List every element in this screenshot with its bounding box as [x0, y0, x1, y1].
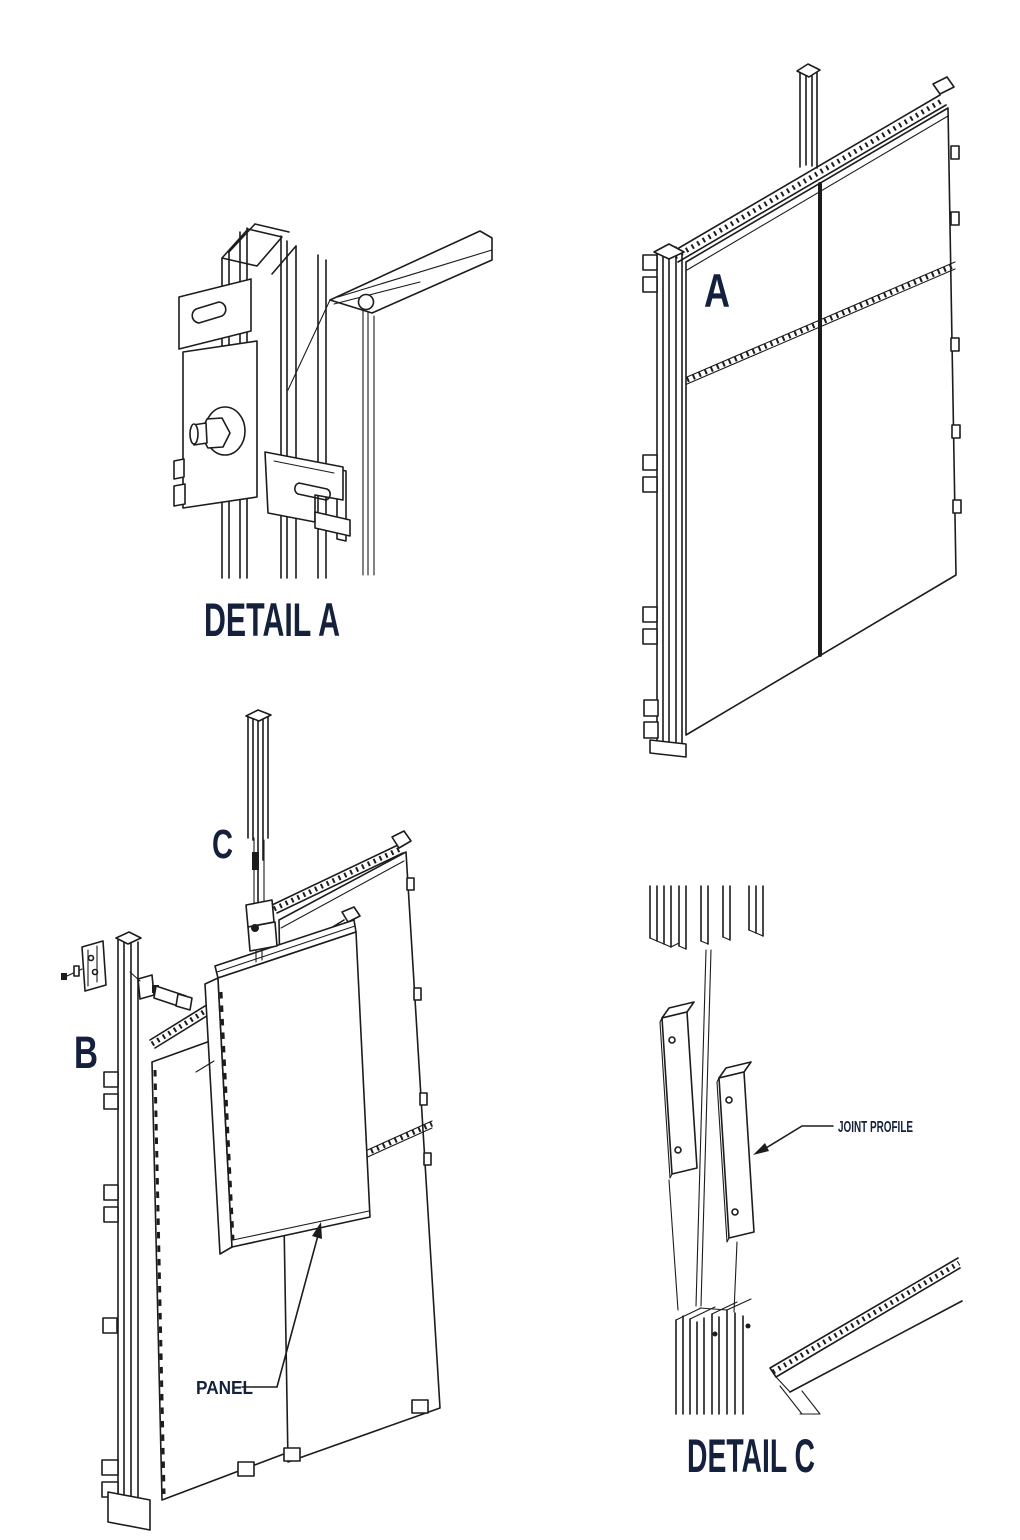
rail-clips	[101, 1071, 119, 1498]
horizontal-rail	[287, 230, 493, 576]
bottom-rail	[769, 1257, 963, 1415]
mullion-section-bottom	[675, 1298, 752, 1415]
edge-clips	[283, 877, 432, 1462]
top-rail	[671, 76, 955, 263]
alignment-lines	[668, 949, 738, 1313]
panel-wall	[685, 107, 962, 736]
joint-profile-annotation: JOINT PROFILE	[753, 1119, 913, 1155]
callout-a-label: A	[704, 264, 730, 317]
leader-arrowhead	[312, 1222, 322, 1239]
exploded-assembly-view: C B	[61, 709, 441, 1531]
joint-profile-strip-right	[716, 1061, 755, 1243]
left-mullion-exploded	[101, 931, 151, 1531]
rail-clips	[642, 254, 659, 739]
center-post	[245, 709, 278, 963]
leader-arrowhead	[753, 1143, 769, 1155]
mullion-section-top	[649, 885, 764, 950]
assembly-isometric-view: A	[642, 63, 962, 758]
panel-annotation: PANEL	[196, 1222, 322, 1398]
detail-c-view: JOINT PROFILE DETAIL C	[591, 885, 963, 1482]
panel-clip	[264, 451, 351, 542]
callout-c-label: C	[212, 821, 233, 867]
detail-c-title: DETAIL C	[687, 1429, 815, 1482]
joint-profile-strip-left	[659, 1001, 698, 1179]
joint-profile-label: JOINT PROFILE	[838, 1119, 913, 1136]
callout-b-label: B	[74, 1027, 98, 1078]
tilted-panel	[195, 919, 371, 1255]
detail-a-view: DETAIL A	[173, 223, 493, 646]
anchor-bracket-exploded	[61, 940, 193, 1011]
panel-label: PANEL	[196, 1378, 253, 1398]
support-post	[796, 63, 821, 169]
edge-clips	[950, 145, 962, 514]
detail-c-boundary	[591, 886, 963, 1414]
detail-a-title: DETAIL A	[204, 593, 340, 646]
upper-rail	[271, 830, 412, 914]
left-mullion	[642, 243, 687, 758]
detail-c-callout-box	[242, 829, 277, 905]
mounting-bracket	[173, 278, 258, 509]
